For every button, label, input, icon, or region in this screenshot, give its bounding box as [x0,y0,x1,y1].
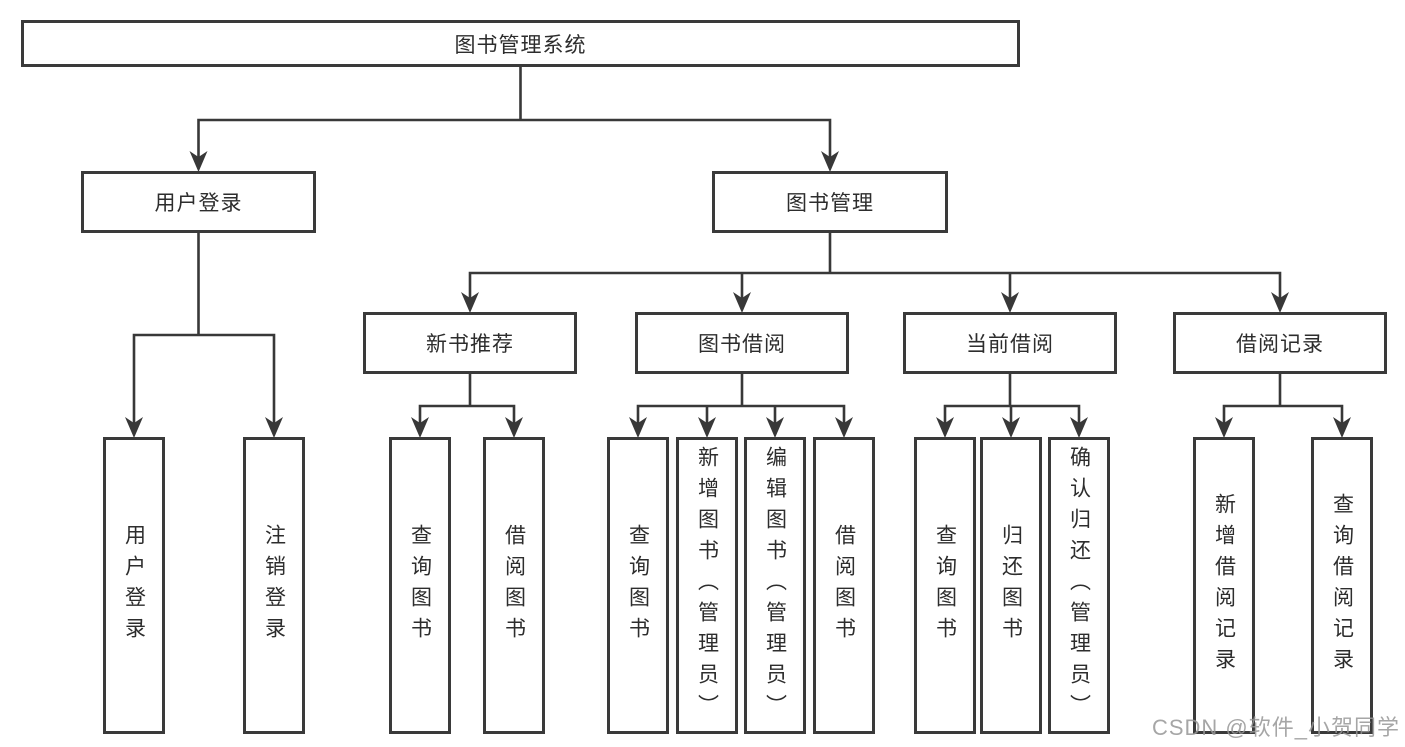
arrowhead-icon [265,417,283,438]
arrowhead-icon [733,292,751,313]
node-borrow-records: 借阅记录 [1173,312,1387,374]
connector-new-book-children [418,372,516,423]
leaf-confirm-return-admin: 确认归还（管理员） [1048,437,1110,734]
arrowhead-icon [821,151,839,172]
arrowhead-icon [629,417,647,438]
leaf-edit-book-admin: 编辑图书（管理员） [744,437,806,734]
connector-user-login-children [132,231,276,423]
leaf-query-borrow-record-label: 查询借阅记录 [1330,492,1354,679]
leaf-add-borrow-record-label: 新增借阅记录 [1212,492,1236,679]
leaf-return-book-label: 归还图书 [999,523,1023,648]
leaf-add-book-admin-label: 新增图书（管理员） [695,446,719,725]
arrowhead-icon [1001,292,1019,313]
arrowhead-icon [125,417,143,438]
connector-current-children [943,372,1081,423]
connector-borrow-children [636,372,846,423]
leaf-borrow-books-recommend: 借阅图书 [483,437,545,734]
arrowhead-icon [766,417,784,438]
arrowhead-icon [189,151,208,172]
arrowhead-icon [1333,417,1351,438]
node-root: 图书管理系统 [21,20,1020,67]
node-user-login: 用户登录 [81,171,316,233]
leaf-user-login-label: 用户登录 [122,523,146,648]
leaf-add-book-admin: 新增图书（管理员） [676,437,738,734]
leaf-borrow-books-recommend-label: 借阅图书 [502,523,526,648]
arrowhead-icon [1002,417,1020,438]
node-book-management: 图书管理 [712,171,948,233]
node-new-book-recommend: 新书推荐 [363,312,577,374]
connector-book-mgmt-children [468,231,1282,298]
leaf-logout-label: 注销登录 [262,523,286,648]
arrowhead-icon [835,417,853,438]
leaf-query-books-current-label: 查询图书 [933,523,957,648]
leaf-edit-book-admin-label: 编辑图书（管理员） [763,446,787,725]
arrowhead-icon [1215,417,1233,438]
arrowhead-icon [698,417,716,438]
leaf-confirm-return-admin-label: 确认归还（管理员） [1067,446,1091,725]
leaf-return-book: 归还图书 [980,437,1042,734]
leaf-add-borrow-record: 新增借阅记录 [1193,437,1255,734]
leaf-query-borrow-record: 查询借阅记录 [1311,437,1373,734]
leaf-query-books-current: 查询图书 [914,437,976,734]
leaf-query-books-recommend: 查询图书 [389,437,451,734]
arrowhead-icon [1271,292,1289,313]
leaf-logout: 注销登录 [243,437,305,734]
leaf-query-books-recommend-label: 查询图书 [408,523,432,648]
connector-root-to-level2 [197,65,832,157]
connector-records-children [1222,372,1344,423]
arrowhead-icon [461,292,479,313]
leaf-query-books-borrow-label: 查询图书 [626,523,650,648]
leaf-query-books-borrow: 查询图书 [607,437,669,734]
arrowhead-icon [411,417,429,438]
arrowhead-icon [1070,417,1088,438]
arrowhead-icon [505,417,523,438]
node-current-borrow: 当前借阅 [903,312,1117,374]
csdn-watermark: CSDN @软件_小贺同学 [1151,715,1400,740]
leaf-user-login: 用户登录 [103,437,165,734]
arrowhead-icon [936,417,954,438]
node-book-borrow: 图书借阅 [635,312,849,374]
leaf-borrow-books-label: 借阅图书 [832,523,856,648]
leaf-borrow-books: 借阅图书 [813,437,875,734]
